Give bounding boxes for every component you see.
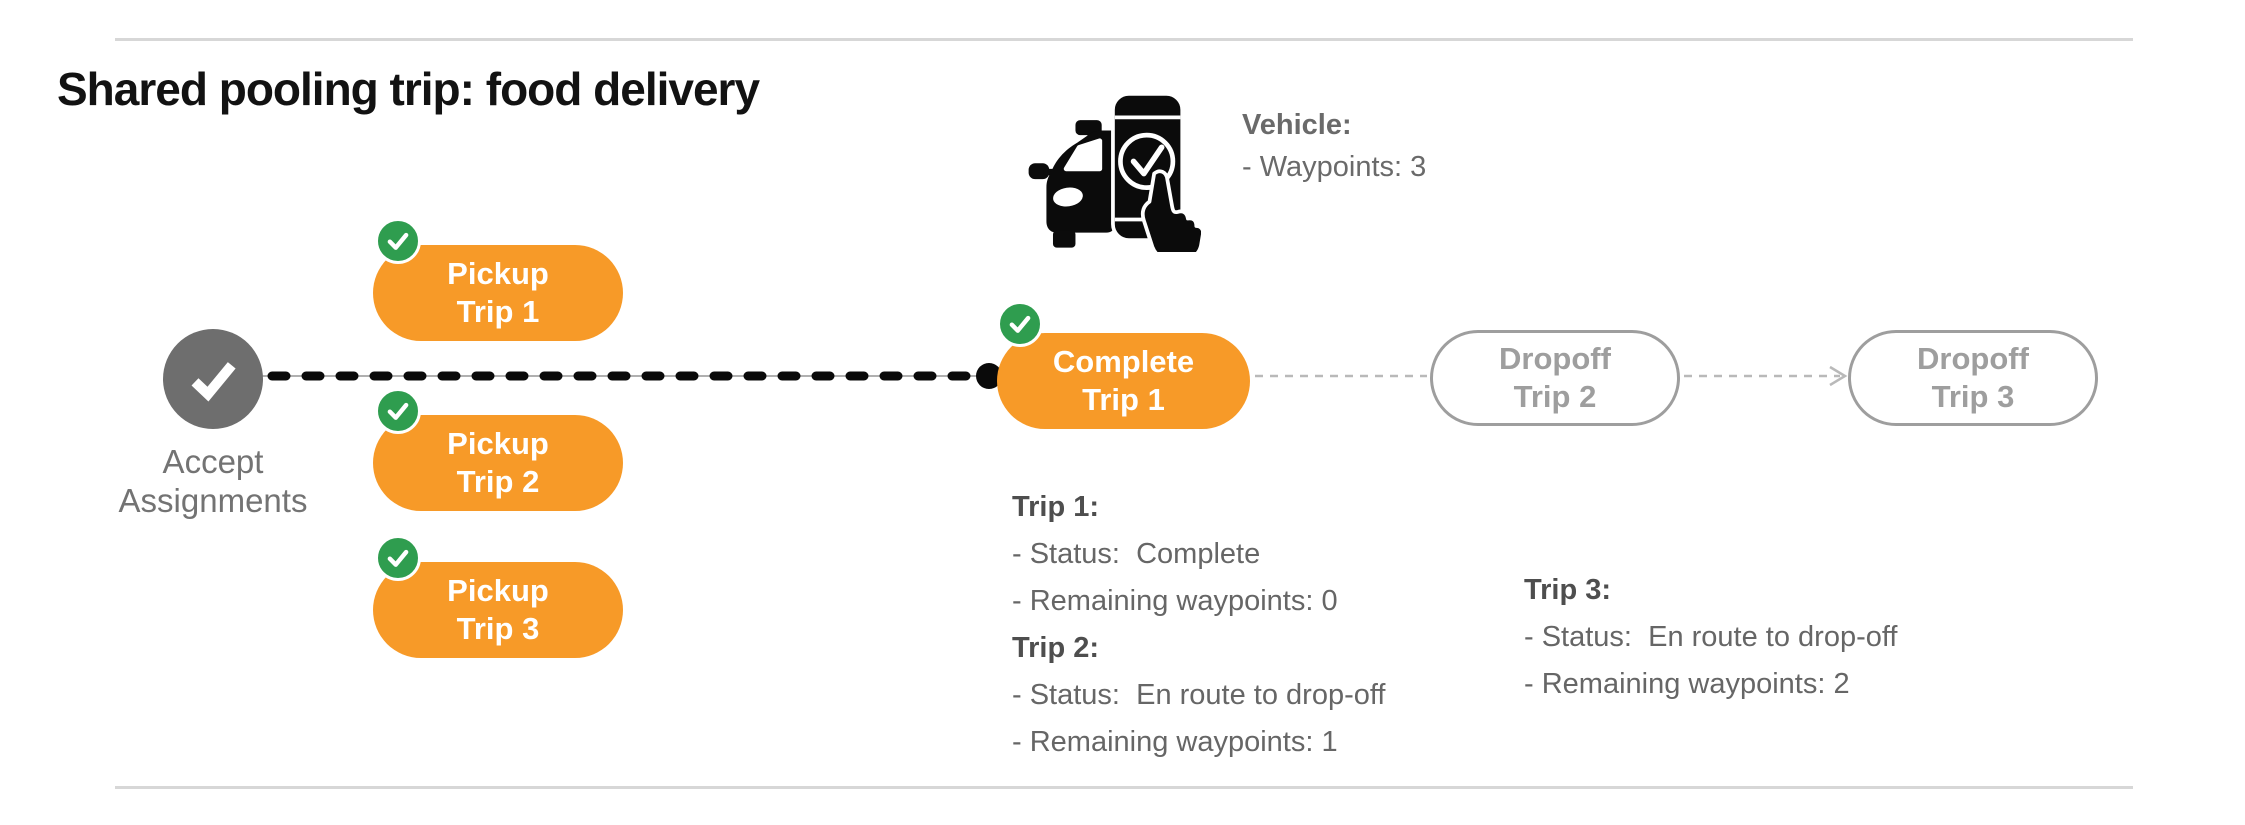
page-title: Shared pooling trip: food delivery xyxy=(57,63,760,115)
pickup-trip-2-node: Pickup Trip 2 xyxy=(373,388,623,511)
current-position-dot xyxy=(976,363,1002,389)
trip-2-label: Trip 2: xyxy=(1012,632,1100,664)
top-divider xyxy=(115,38,2133,41)
pickup-trip-1-node: Pickup Trip 1 xyxy=(373,218,623,341)
trip-1-waypoints: - Remaining waypoints: 0 xyxy=(1012,585,1338,617)
pill-label-line1: Pickup xyxy=(447,256,549,291)
pill-label-line1: Complete xyxy=(1052,344,1195,379)
pickup-trip-3-node: Pickup Trip 3 xyxy=(373,535,623,658)
pill-label-line2: Trip 3 xyxy=(456,611,540,646)
pill-label-line1: Pickup xyxy=(447,426,549,461)
check-circle-icon xyxy=(375,535,421,581)
car-phone-check-icon xyxy=(1028,92,1201,252)
pill-label-line1: Pickup xyxy=(447,573,549,608)
accept-assignments-node xyxy=(163,329,263,429)
vehicle-label: Vehicle: xyxy=(1242,109,1352,141)
pill-label-line2: Trip 1 xyxy=(456,294,540,329)
accept-label-line2: Assignments xyxy=(118,482,308,519)
dropoff-trip-3-node: Dropoff Trip 3 xyxy=(1848,330,2098,426)
arrowhead-icon xyxy=(1829,365,1848,387)
trip-3-status-block: Trip 3: - Status: En route to drop-off -… xyxy=(1524,567,1897,708)
check-circle-icon xyxy=(997,301,1043,347)
pill-label-line2: Trip 3 xyxy=(1931,379,2015,414)
accept-assignments-label: Accept Assignments xyxy=(119,442,308,520)
pill-label-line1: Dropoff xyxy=(1917,341,2029,376)
accept-label-line1: Accept xyxy=(162,443,264,480)
trip-2-status: - Status: En route to drop-off xyxy=(1012,679,1386,711)
check-circle-icon xyxy=(375,218,421,264)
check-icon xyxy=(191,362,236,402)
trip-1-2-status-block: Trip 1: - Status: Complete - Remaining w… xyxy=(1012,484,1385,766)
trip-3-status: - Status: En route to drop-off xyxy=(1524,621,1898,653)
bottom-divider xyxy=(115,786,2133,789)
complete-trip-1-node: Complete Trip 1 xyxy=(997,301,1250,429)
trip-3-label: Trip 3: xyxy=(1524,574,1612,606)
trip-1-status: - Status: Complete xyxy=(1012,538,1261,570)
trip-3-waypoints: - Remaining waypoints: 2 xyxy=(1524,668,1850,700)
pill-label-line2: Trip 2 xyxy=(1513,379,1597,414)
trip-2-waypoints: - Remaining waypoints: 1 xyxy=(1012,726,1338,758)
pill-label-line2: Trip 2 xyxy=(456,464,540,499)
pill-label-line2: Trip 1 xyxy=(1082,382,1165,417)
dropoff-trip-2-node: Dropoff Trip 2 xyxy=(1430,330,1680,426)
pill-label-line1: Dropoff xyxy=(1499,341,1611,376)
vehicle-waypoints: - Waypoints: 3 xyxy=(1242,151,1427,183)
check-circle-icon xyxy=(375,388,421,434)
vehicle-info: Vehicle: - Waypoints: 3 xyxy=(1242,104,1426,188)
trip-1-label: Trip 1: xyxy=(1012,491,1100,523)
